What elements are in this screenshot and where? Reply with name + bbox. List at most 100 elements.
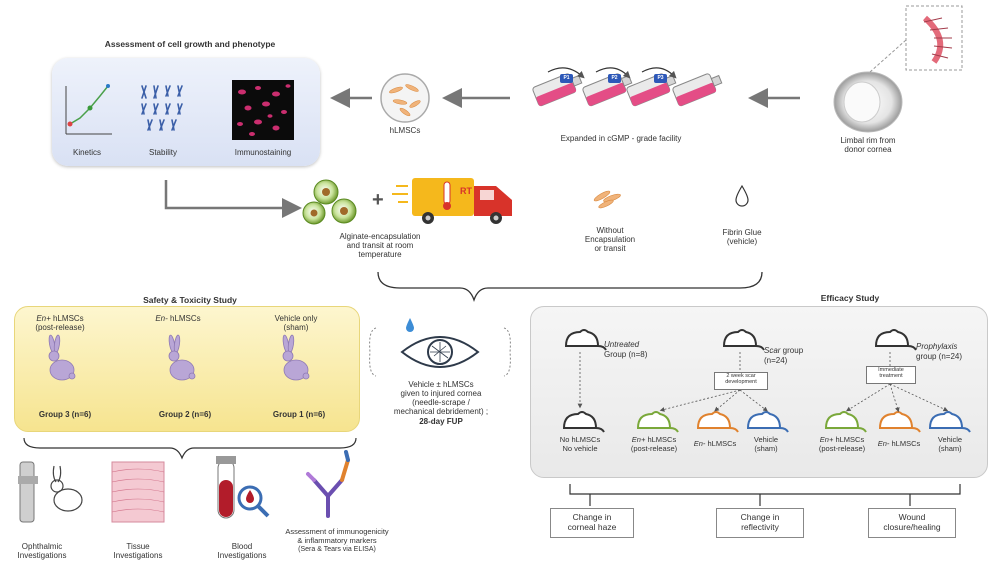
rt-label: RT (460, 186, 472, 196)
limbal-label-2: donor cornea (844, 145, 892, 154)
proph-sham: (sham) (938, 444, 962, 453)
stability-label: Stability (148, 148, 177, 157)
efficacy-panel (530, 306, 988, 478)
blood-2: Investigations (217, 551, 267, 560)
proph-post-release: (post-release) (818, 444, 866, 453)
ophthalmic-2: Investigations (17, 551, 67, 560)
passage-2: P2 (611, 75, 618, 81)
alginate-2: and transit at room (346, 241, 414, 250)
without-2: Encapsulation (584, 235, 636, 244)
alginate-1: Alginate-encapsulation (339, 232, 421, 241)
center-line1: Vehicle ± hLMSCs (408, 380, 474, 389)
kinetics-graph-icon (65, 84, 112, 135)
alginate-beads-icon: + (302, 179, 384, 225)
kinetics-label: Kinetics (72, 148, 101, 157)
passage-1: P1 (563, 75, 570, 81)
fibrin-2: (vehicle) (726, 237, 758, 246)
limbal-label-1: Limbal rim from (840, 136, 896, 145)
immediate-treatment-box: Immediate treatment (866, 366, 916, 384)
scar-enplus: En+ hLMSCs (631, 435, 677, 444)
untreated-em: Untreated (604, 340, 640, 349)
mouse-scar-enplus (636, 411, 679, 433)
safety-col3-line1: Vehicle only (274, 314, 318, 323)
mouse-proph-enminus (878, 411, 921, 433)
prophylaxis-em: Prophylaxis (916, 342, 958, 351)
immunostaining-label: Immunostaining (234, 148, 292, 157)
donor-cornea-icon (833, 5, 963, 133)
immunostaining-image (232, 80, 294, 140)
mouse-proph-vehicle (928, 411, 971, 433)
culture-flasks-icon (532, 67, 723, 107)
without-1: Without (596, 226, 624, 235)
center-line5: 28-day FUP (419, 417, 463, 426)
blood-tube-icon (216, 456, 270, 519)
mice (562, 329, 971, 433)
mouse-scar (722, 329, 765, 351)
mouse-no-vehicle (562, 411, 605, 433)
without-3: or transit (594, 244, 626, 253)
expanded-label: Expanded in cGMP - grade facility (560, 134, 682, 143)
assessment-title: Assessment of cell growth and phenotype (104, 39, 276, 49)
proph-enminus: En- hLMSCs (877, 439, 921, 448)
efficacy-brace (569, 484, 961, 495)
svg-text:+: + (372, 189, 384, 211)
mouse-scar-enminus (696, 411, 739, 433)
safety-col2: En- hLMSCs (155, 314, 201, 323)
safety-col1-line2: (post-release) (35, 323, 85, 332)
center-line4: mechanical debridement) ; (393, 407, 489, 416)
hlmscs-label: hLMSCs (389, 126, 421, 135)
fibrin-1: Fibrin Glue (722, 228, 762, 237)
passage-3: P3 (657, 75, 664, 81)
scar-post-release: (post-release) (630, 444, 678, 453)
safety-brace (23, 437, 357, 460)
safety-title: Safety & Toxicity Study (143, 295, 237, 305)
rabbits (48, 334, 310, 381)
immuno-2: & inflammatory markers (297, 536, 377, 545)
mouse-scar-vehicle (746, 411, 789, 433)
no-hlmscs: No hLMSCs (559, 435, 601, 444)
scar-vehicle: Vehicle (753, 435, 779, 444)
scar-development-box: 2 week scar development (714, 372, 768, 390)
prophylaxis-rest: group (n=24) (916, 352, 963, 361)
group-3-label: Group 3 (n=6) (38, 410, 92, 419)
group-1-label: Group 1 (n=6) (272, 410, 326, 419)
free-cells-icon (593, 190, 621, 209)
proph-vehicle: Vehicle (937, 435, 963, 444)
ophthalmic-1: Ophthalmic (21, 542, 63, 551)
alginate-3: temperature (358, 250, 402, 259)
mouse-untreated (564, 329, 607, 351)
untreated-rest: Group (n=8) (604, 350, 648, 359)
safety-col3-line2: (sham) (283, 323, 309, 332)
scar-enminus: En- hLMSCs (693, 439, 737, 448)
efficacy-title: Efficacy Study (820, 293, 880, 303)
hlmscs-dish-icon (380, 73, 430, 123)
tissue-1: Tissue (126, 542, 150, 551)
mouse-proph-enplus (824, 411, 867, 433)
stability-karyotype-icon (141, 85, 183, 131)
center-line2: given to injured cornea (400, 389, 482, 398)
fibrin-drop-icon (735, 184, 749, 207)
no-vehicle: No vehicle (562, 444, 598, 453)
middle-brace (377, 271, 763, 303)
scar-sham: (sham) (754, 444, 778, 453)
center-eye-icon (369, 318, 511, 377)
blood-1: Blood (231, 542, 253, 551)
group-2-label: Group 2 (n=6) (158, 410, 212, 419)
antibody-icon (306, 450, 350, 518)
scar-n: (n=24) (764, 356, 788, 365)
ophthalmic-icon (18, 461, 83, 523)
tissue-2: Investigations (113, 551, 163, 560)
safety-col1-line1: En+ hLMSCs (36, 314, 84, 323)
scar-group: Scar group (764, 346, 804, 355)
tissue-icon (111, 461, 165, 523)
immuno-1: Assessment of immunogenicity (285, 527, 389, 536)
mouse-prophylaxis (874, 329, 917, 351)
delivery-truck-icon (392, 178, 512, 224)
immuno-3: (Sera & Tears via ELISA) (298, 546, 376, 553)
center-line3: (needle-scrape / (412, 398, 470, 407)
proph-enplus: En+ hLMSCs (819, 435, 865, 444)
